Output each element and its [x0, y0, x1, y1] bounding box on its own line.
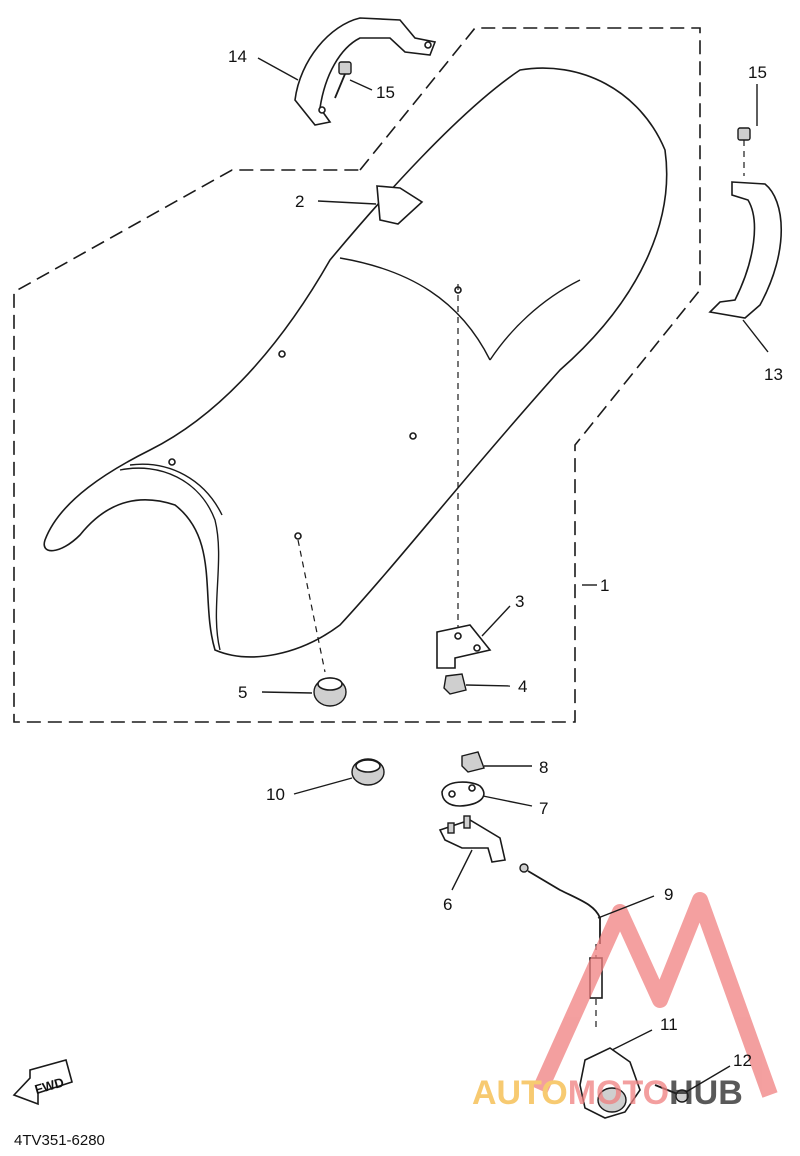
callout-14: 14	[228, 47, 247, 66]
part-14-handle	[294, 17, 437, 126]
part-15-bolt-top	[334, 61, 352, 99]
callout-8: 8	[539, 758, 548, 777]
callout-7: 7	[539, 799, 548, 818]
part-2-strap	[376, 185, 424, 225]
assembly-boundary	[13, 27, 701, 723]
callout-15-right: 15	[748, 63, 767, 82]
seat	[43, 67, 668, 658]
part-8-nut	[461, 751, 485, 773]
watermark-text-moto: MOTO	[568, 1074, 669, 1112]
leader-lines	[257, 57, 769, 1093]
callout-10: 10	[266, 785, 285, 804]
part-13-handle	[708, 127, 783, 319]
part-4-nut	[443, 673, 467, 695]
callout-4: 4	[518, 677, 527, 696]
watermark: AUTOMOTOHUB	[472, 892, 778, 1112]
callout-12: 12	[733, 1051, 752, 1070]
watermark-logo-icon	[532, 892, 778, 1098]
part-10-damper	[351, 758, 385, 786]
part-9-cable	[519, 863, 603, 1030]
callout-11: 11	[660, 1015, 678, 1034]
callout-3: 3	[515, 592, 524, 611]
callout-5: 5	[238, 683, 247, 702]
part-5-damper	[313, 677, 347, 707]
svg-text:AUTOMOTOHUB: AUTOMOTOHUB	[472, 1074, 743, 1112]
callout-2: 2	[295, 192, 304, 211]
fwd-arrow-icon: FWD	[12, 1059, 73, 1106]
part-12-bolt	[654, 1084, 689, 1103]
callout-13: 13	[764, 365, 783, 384]
callout-6: 6	[443, 895, 452, 914]
callout-1: 1	[600, 576, 609, 595]
callout-15-top: 15	[376, 83, 395, 102]
callout-9: 9	[664, 885, 673, 904]
part-6-seat-lock	[438, 815, 506, 863]
watermark-text-auto: AUTO	[472, 1074, 568, 1112]
part-7-plate	[441, 781, 485, 807]
part-3-bracket	[436, 624, 492, 669]
drawing-code: 4TV351-6280	[14, 1132, 105, 1149]
part-11-lever	[579, 1047, 641, 1119]
